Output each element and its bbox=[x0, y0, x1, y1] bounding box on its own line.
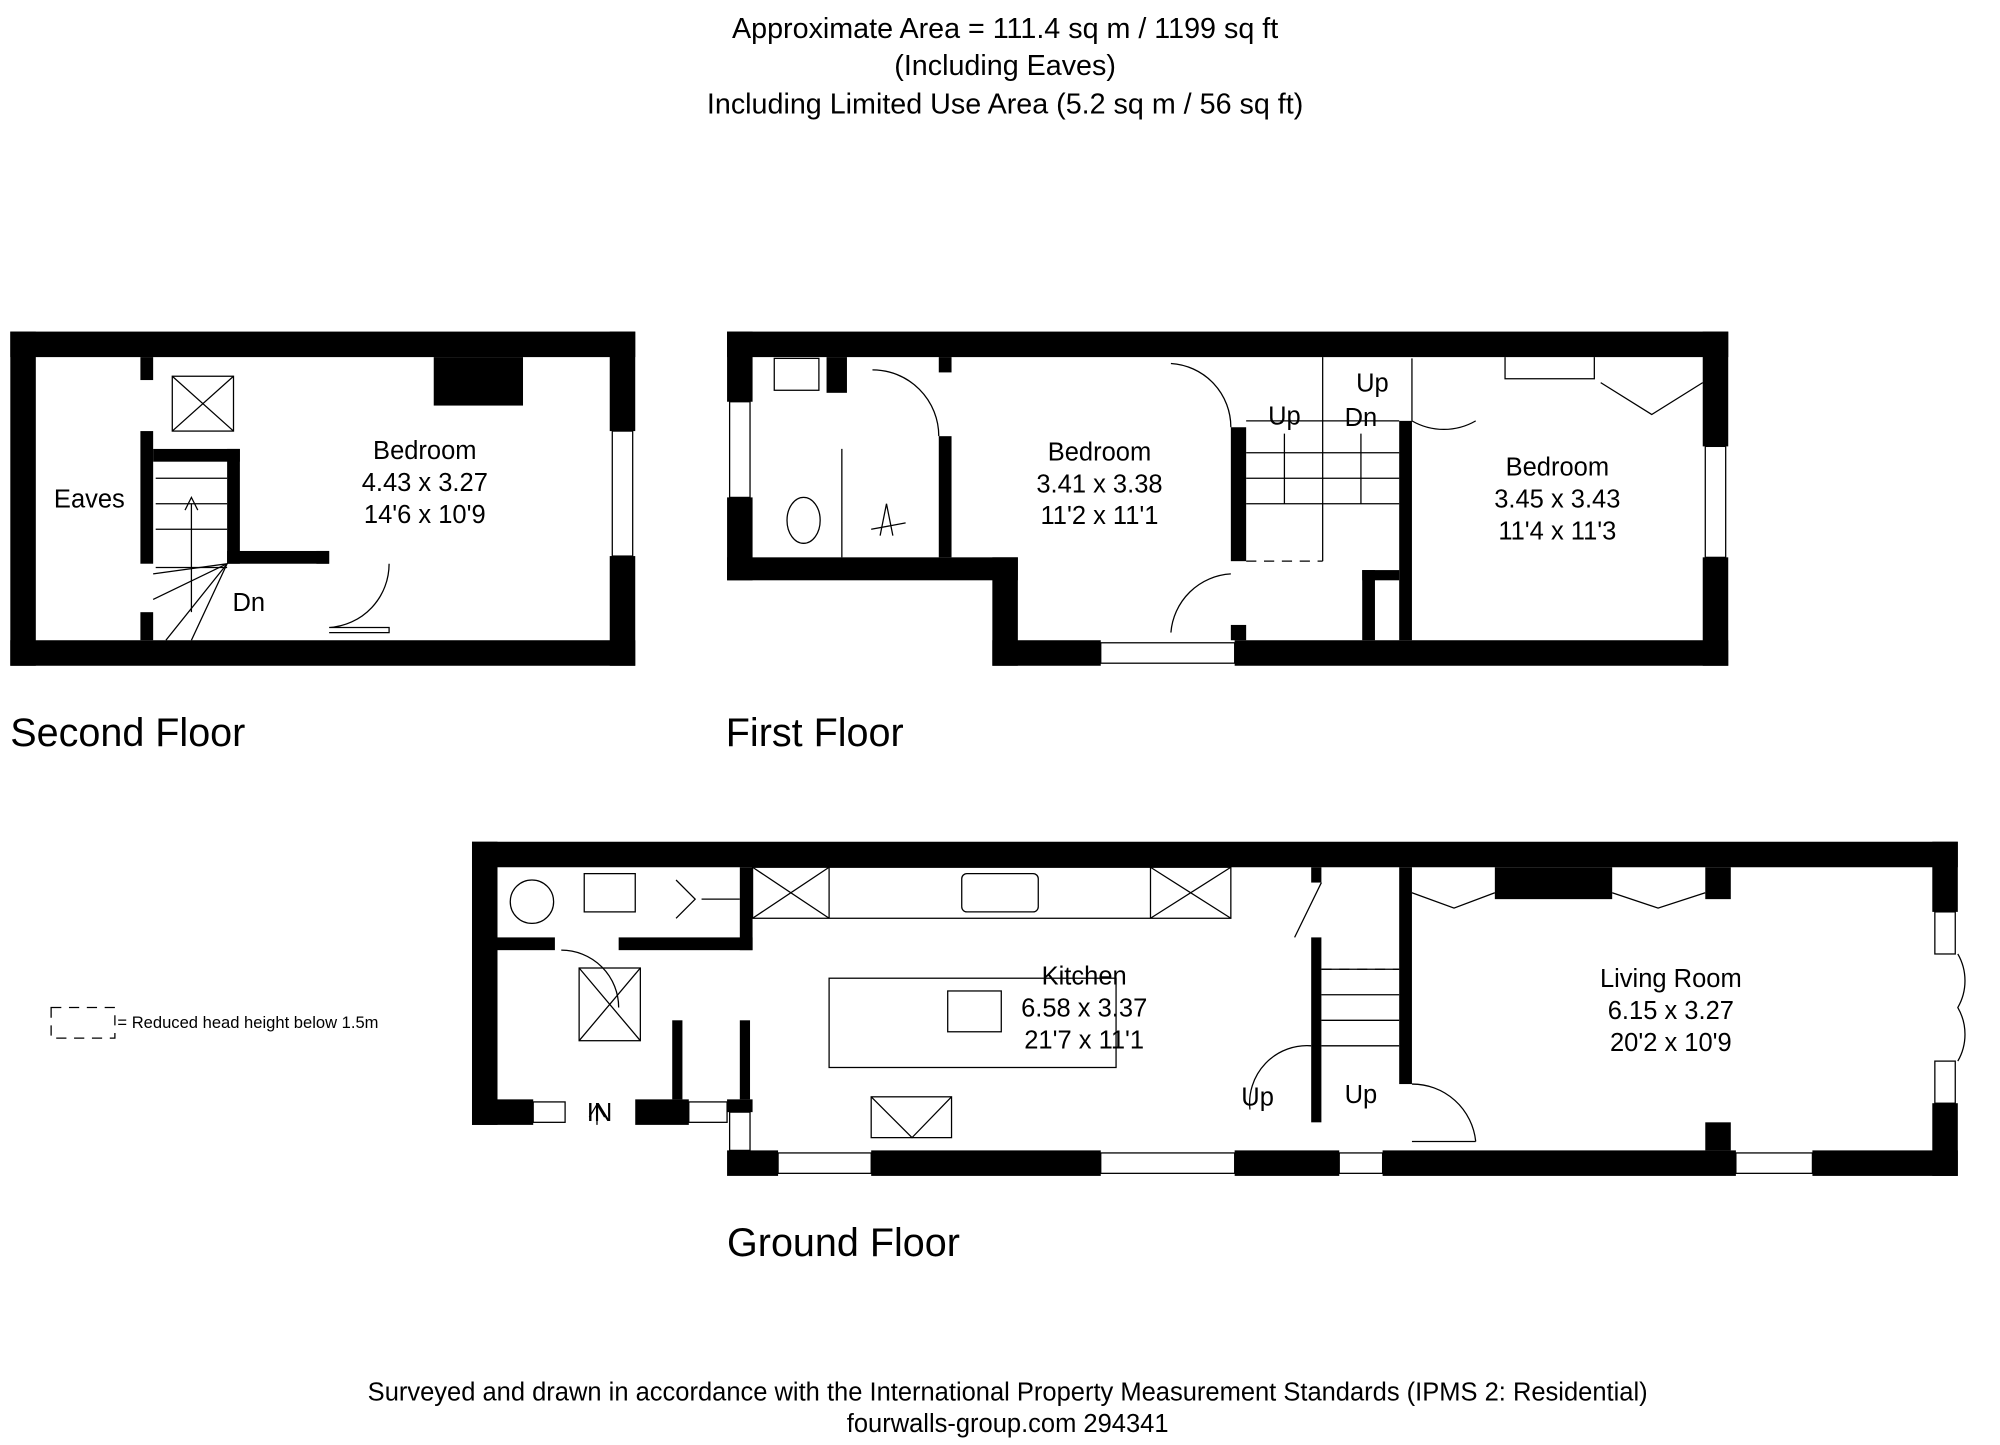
footer-standards: Surveyed and drawn in accordance with th… bbox=[368, 1378, 1648, 1406]
legend-text: = Reduced head height below 1.5m bbox=[117, 1013, 378, 1032]
stairs-up-label: Up bbox=[1268, 403, 1301, 431]
floor-title: Ground Floor bbox=[727, 1221, 960, 1265]
area-note: (Including Eaves) bbox=[894, 50, 1116, 82]
stairs-up-label: Up bbox=[1356, 370, 1389, 398]
ground-floor-plan: Kitchen 6.58 x 3.37 21'7 x 11'1 Living R… bbox=[471, 841, 1966, 1176]
room-name: Bedroom bbox=[373, 437, 476, 465]
legend: = Reduced head height below 1.5m bbox=[50, 1006, 378, 1039]
room-size-metric: 3.45 x 3.43 bbox=[1494, 486, 1620, 514]
room-size-imperial: 11'4 x 11'3 bbox=[1498, 517, 1616, 545]
entrance-label: IN bbox=[587, 1099, 612, 1127]
room-size-metric: 4.43 x 3.27 bbox=[362, 469, 488, 497]
room-size-imperial: 11'2 x 11'1 bbox=[1040, 502, 1158, 530]
area-summary: Approximate Area = 111.4 sq m / 1199 sq … bbox=[732, 13, 1278, 45]
room-size-imperial: 20'2 x 10'9 bbox=[1610, 1029, 1732, 1057]
stairs-up-label: Up bbox=[1241, 1084, 1274, 1112]
room-name: Kitchen bbox=[1042, 963, 1127, 991]
room-size-imperial: 14'6 x 10'9 bbox=[364, 501, 486, 529]
room-size-imperial: 21'7 x 11'1 bbox=[1024, 1026, 1144, 1054]
floor-title: Second Floor bbox=[10, 711, 245, 755]
second-floor-plan: Eaves Bedroom 4.43 x 3.27 14'6 x 10'9 Dn bbox=[10, 331, 636, 666]
room-name: Living Room bbox=[1600, 965, 1742, 993]
stairs-down-label: Dn bbox=[1345, 404, 1378, 432]
eaves-label: Eaves bbox=[54, 486, 125, 514]
stairs-up-label: Up bbox=[1345, 1081, 1378, 1109]
footer-reference: fourwalls-group.com 294341 bbox=[847, 1410, 1169, 1438]
room-size-metric: 6.58 x 3.37 bbox=[1021, 994, 1147, 1022]
room-name: Bedroom bbox=[1506, 454, 1609, 482]
room-size-metric: 6.15 x 3.27 bbox=[1608, 997, 1734, 1025]
room-name: Bedroom bbox=[1048, 438, 1151, 466]
first-floor-plan: Up Dn Up Bedroom 3.41 x 3.38 11'2 x 11'1… bbox=[727, 331, 1729, 666]
floor-title: First Floor bbox=[726, 711, 904, 755]
stairs-down-label: Dn bbox=[232, 589, 265, 617]
room-size-metric: 3.41 x 3.38 bbox=[1036, 470, 1162, 498]
limited-use-area: Including Limited Use Area (5.2 sq m / 5… bbox=[707, 89, 1303, 121]
